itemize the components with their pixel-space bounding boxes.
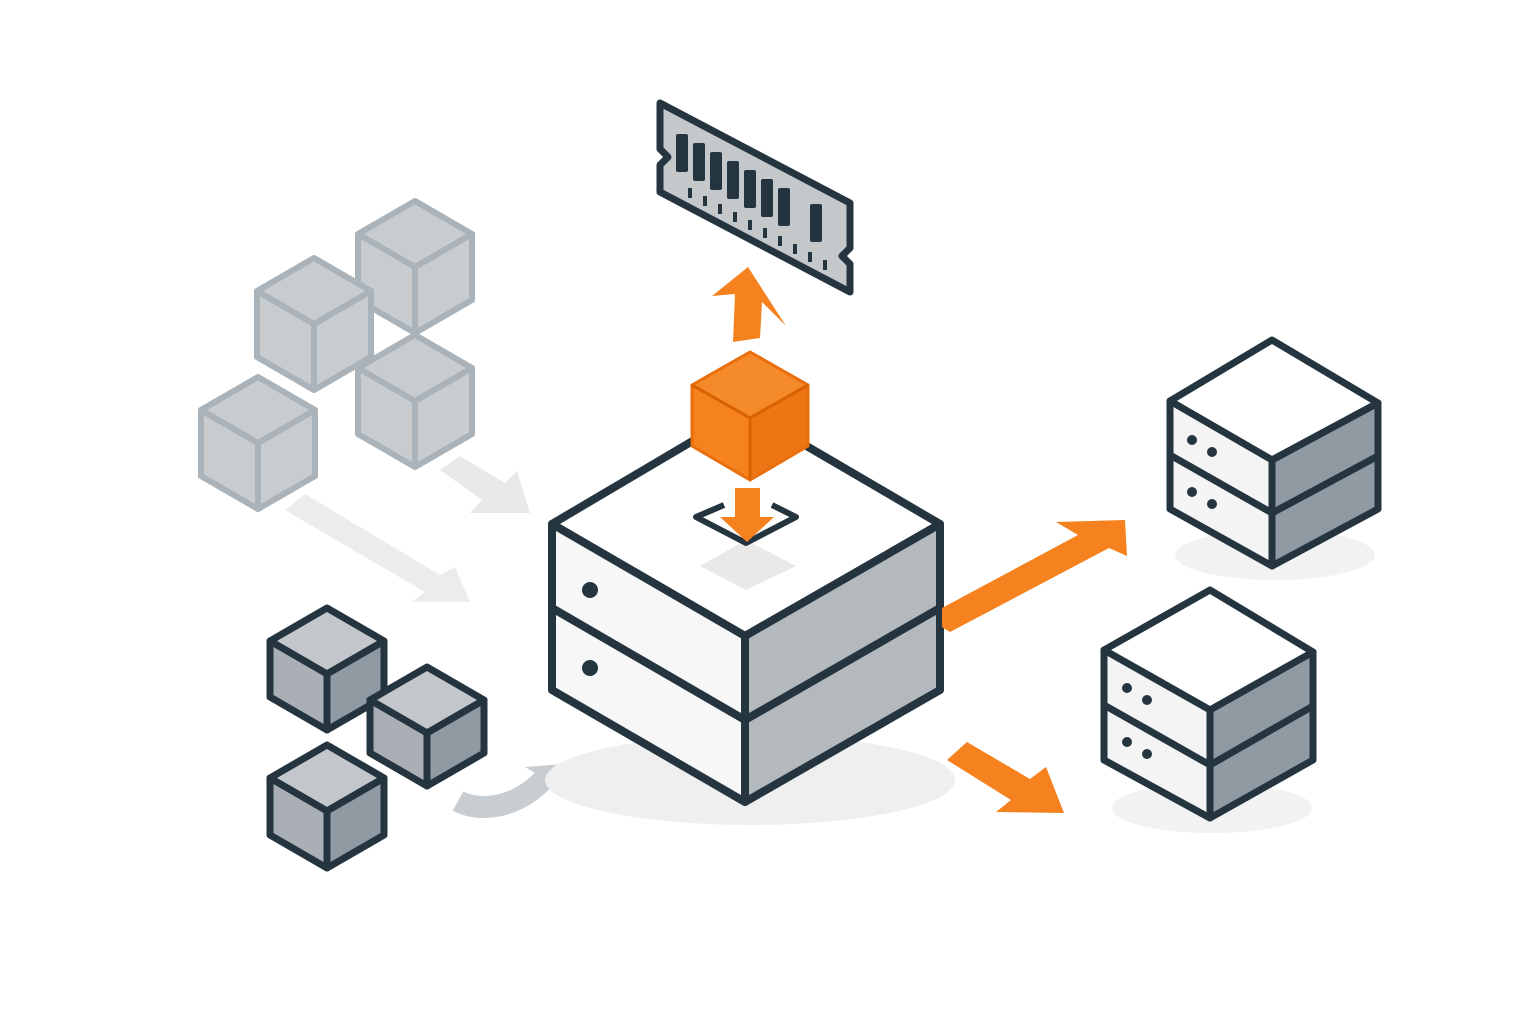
destination-server-bottom xyxy=(1100,586,1317,833)
insert-arrow-icon xyxy=(720,488,774,542)
server-led-group xyxy=(1122,683,1152,759)
server-indicator-led xyxy=(582,660,598,676)
server-led-group xyxy=(1187,435,1217,509)
data-block-icon xyxy=(254,255,374,393)
up-arrow-icon xyxy=(712,267,786,342)
memory-module-icon xyxy=(656,99,854,296)
faded-arrow-icon xyxy=(440,456,530,513)
dark-cube-group xyxy=(266,604,488,872)
highlighted-data-block-icon xyxy=(690,350,810,482)
faded-arrow-icon xyxy=(285,494,470,602)
destination-server-top xyxy=(1166,336,1382,580)
data-block-icon xyxy=(355,198,475,336)
data-block-icon xyxy=(366,663,488,790)
output-arrow-icon xyxy=(942,520,1127,632)
output-arrow-icon xyxy=(947,742,1064,813)
data-block-icon xyxy=(266,741,388,872)
data-block-icon xyxy=(355,332,475,470)
faded-arrows xyxy=(285,456,530,602)
server-divider xyxy=(549,604,942,724)
data-block-icon xyxy=(266,604,388,734)
faded-cube-group xyxy=(198,198,475,512)
output-arrows xyxy=(942,520,1127,813)
central-server xyxy=(545,406,955,825)
data-block-icon xyxy=(198,374,318,512)
server-indicator-led xyxy=(582,582,598,598)
insert-slot-icon xyxy=(693,502,799,590)
